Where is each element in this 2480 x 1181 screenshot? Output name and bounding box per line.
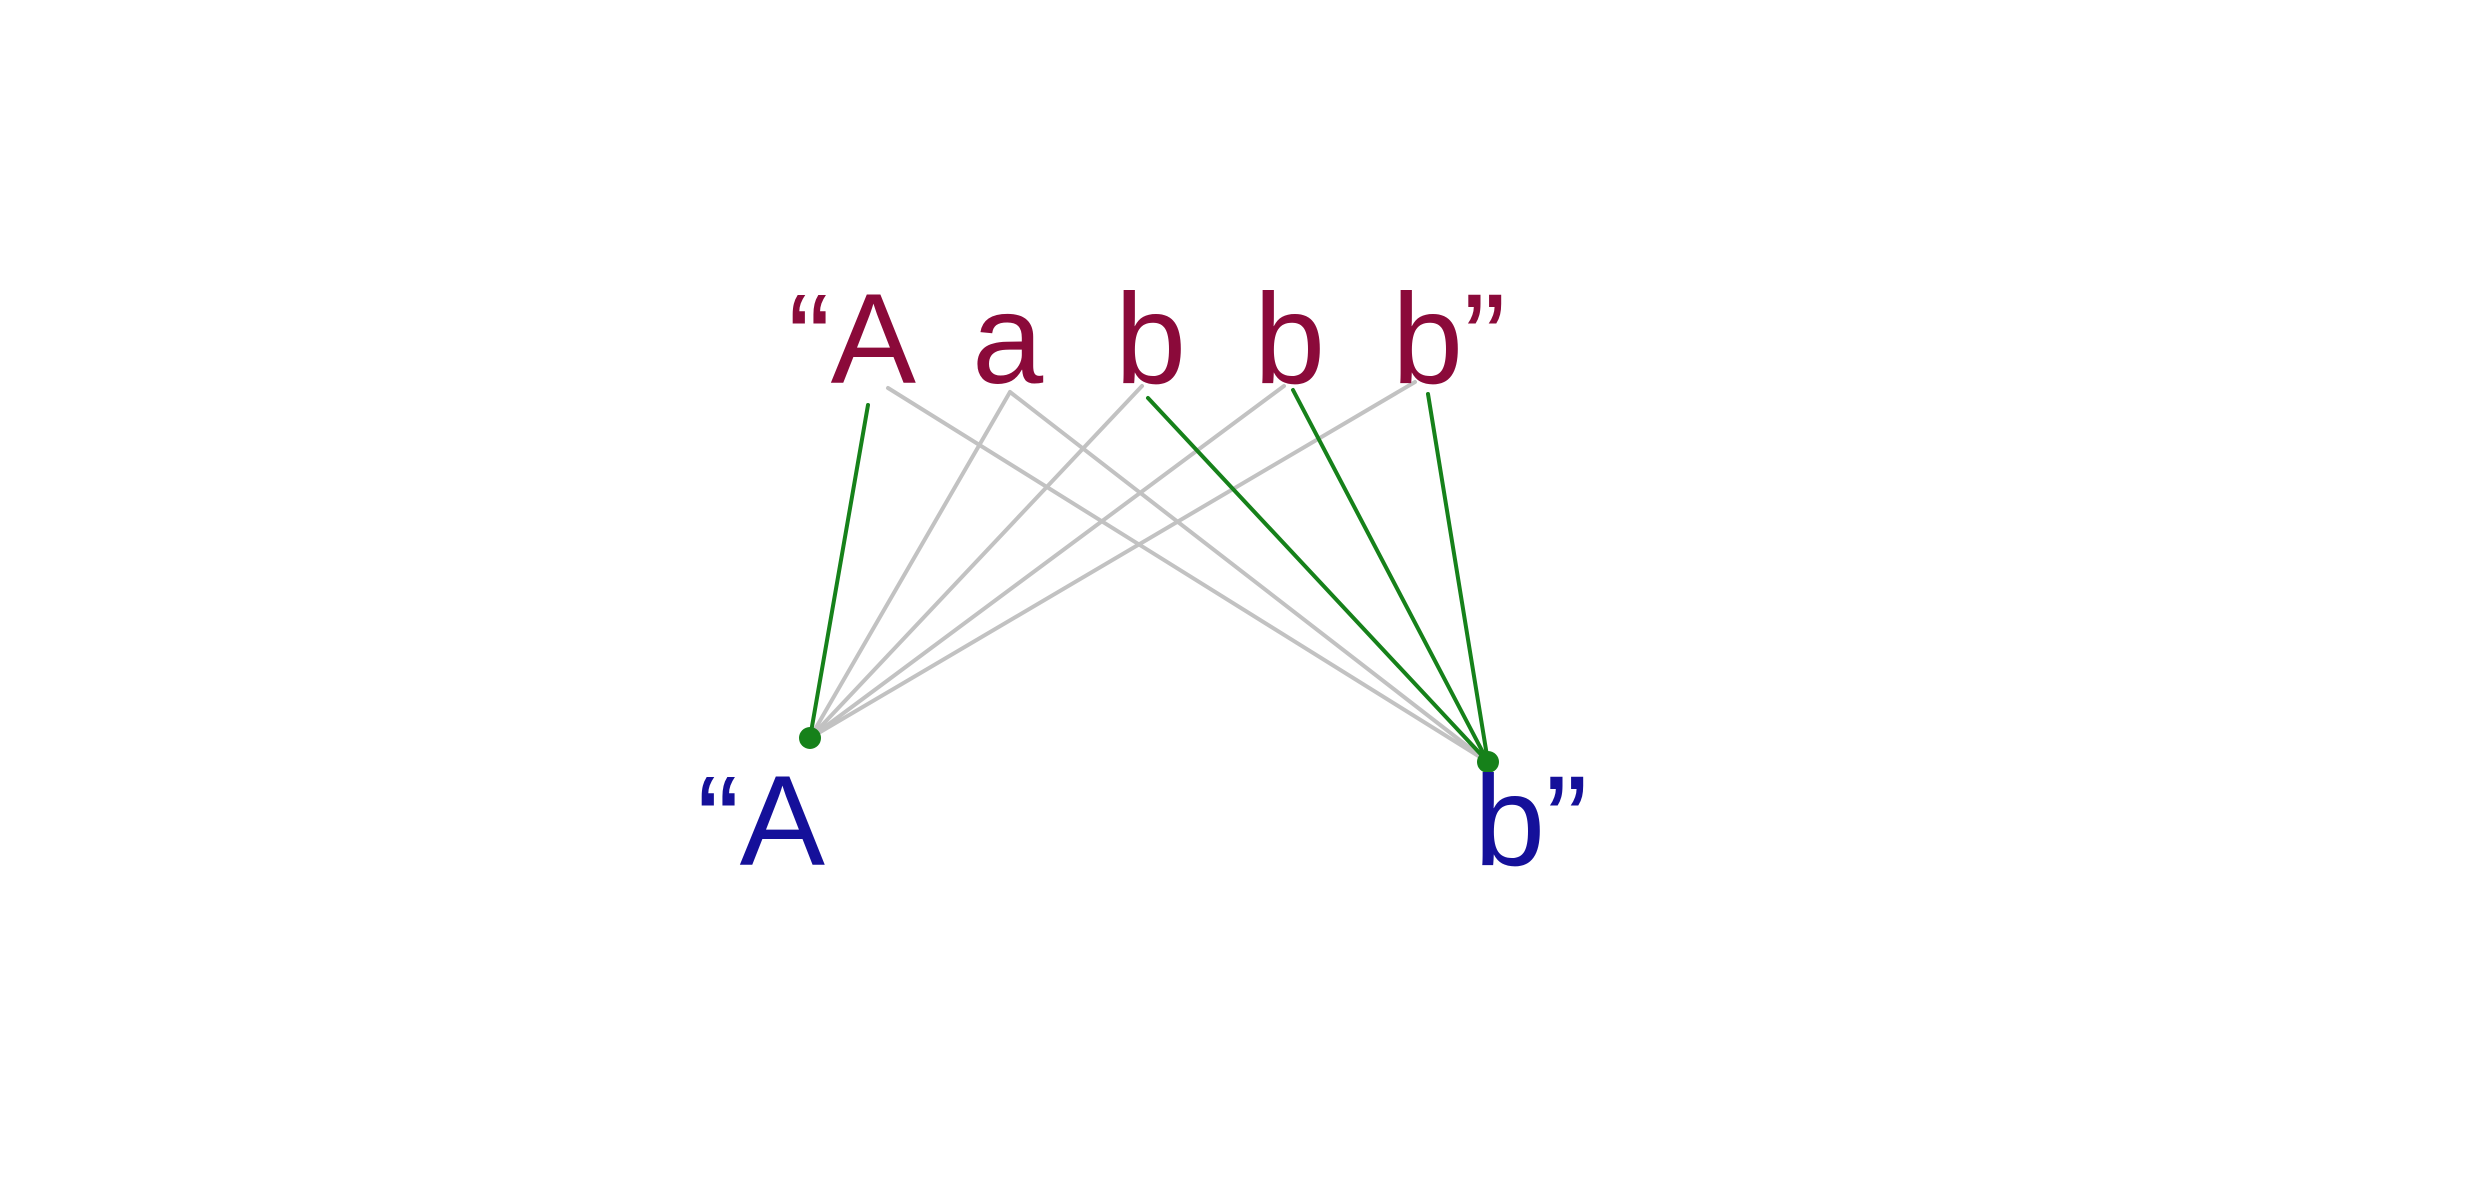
unaligned-edge-t3-b0 [808,384,1286,740]
node-b1 [1477,751,1499,773]
top-token-2: b [1115,268,1186,411]
unaligned-edge-t1-b1 [1008,390,1490,764]
top-token-1: a [972,268,1044,411]
top-token-0: “A [788,268,917,411]
aligned-edge-t2-b1 [1146,396,1490,764]
aligned-edge-t3-b1 [1291,388,1490,764]
bottom-token-0: “A [697,750,826,893]
unaligned-edge-t1-b0 [808,390,1012,740]
unaligned-edges [808,380,1490,764]
unaligned-edge-t2-b0 [808,384,1144,740]
aligned-edge-t4-b1 [1426,392,1490,764]
bottom-nodes [799,727,1499,773]
unaligned-edge-t0-b1 [886,386,1490,764]
unaligned-edge-t4-b0 [808,380,1417,740]
top-token-3: b [1254,268,1325,411]
top-token-4: b” [1392,268,1506,411]
aligned-edge-t0-b0 [808,403,870,740]
node-b0 [799,727,821,749]
bottom-token-1: b” [1474,750,1588,893]
aligned-edges [808,388,1490,764]
